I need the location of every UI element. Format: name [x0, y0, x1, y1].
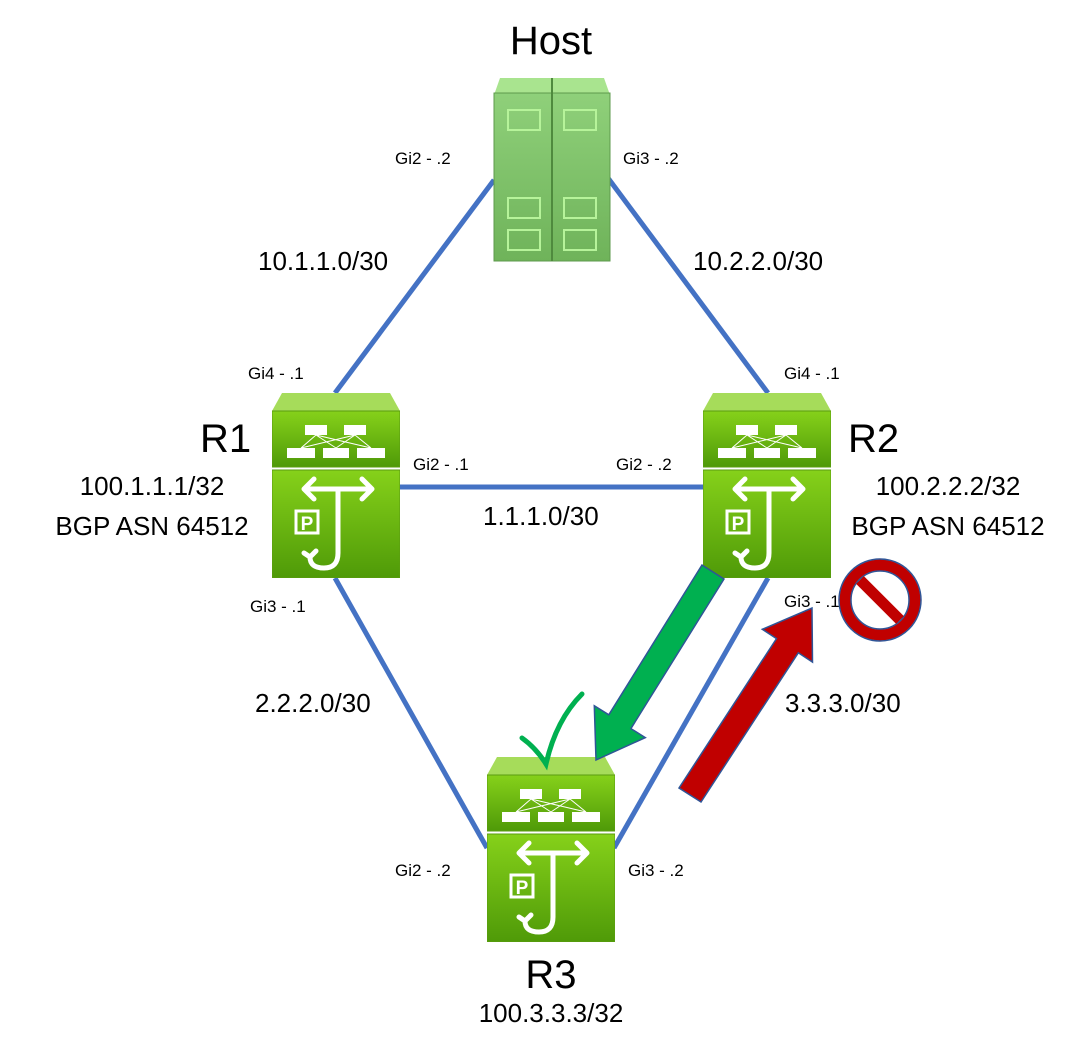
- server-icon: [493, 78, 611, 262]
- r2-label: R2: [848, 417, 899, 461]
- link-host-r2-subnet: 10.2.2.0/30: [693, 246, 823, 276]
- r2-gi3-label: Gi3 - .1: [784, 592, 840, 611]
- link-host-r1-subnet: 10.1.1.0/30: [258, 246, 388, 276]
- router-icon-r1: [272, 393, 400, 578]
- allowed-route-arrow: [593, 563, 726, 762]
- no-entry-icon: [838, 558, 922, 642]
- r2-loopback: 100.2.2.2/32: [876, 471, 1021, 501]
- link-r2-r3-subnet: 3.3.3.0/30: [785, 688, 901, 718]
- router-icon-r2: [703, 393, 831, 578]
- link-r1-r2-subnet: 1.1.1.0/30: [483, 501, 599, 531]
- check-icon: [519, 691, 585, 771]
- host-gi2-label: Gi2 - .2: [395, 149, 451, 168]
- r3-loopback: 100.3.3.3/32: [479, 998, 624, 1028]
- blocked-route-arrow: [677, 606, 814, 804]
- r3-gi3-label: Gi3 - .2: [628, 861, 684, 880]
- r1-gi3-label: Gi3 - .1: [250, 597, 306, 616]
- host-label: Host: [510, 19, 592, 63]
- link-r2-r3: [611, 576, 771, 850]
- link-r1-r3: [332, 576, 490, 850]
- link-host-r2: [605, 176, 771, 395]
- link-r1-r3-subnet: 2.2.2.0/30: [255, 688, 371, 718]
- r1-loopback: 100.1.1.1/32: [80, 471, 225, 501]
- r3-label: R3: [525, 953, 576, 997]
- r2-asn: BGP ASN 64512: [851, 511, 1044, 541]
- r2-gi2-label: Gi2 - .2: [616, 455, 672, 474]
- link-host-r1: [332, 178, 497, 395]
- r1-asn: BGP ASN 64512: [55, 511, 248, 541]
- router-icon-r3: [487, 757, 615, 942]
- r3-gi2-label: Gi2 - .2: [395, 861, 451, 880]
- r1-label: R1: [200, 417, 251, 461]
- r2-gi4-label: Gi4 - .1: [784, 364, 840, 383]
- r1-gi4-label: Gi4 - .1: [248, 364, 304, 383]
- host-gi3-label: Gi3 - .2: [623, 149, 679, 168]
- r1-gi2-label: Gi2 - .1: [413, 455, 469, 474]
